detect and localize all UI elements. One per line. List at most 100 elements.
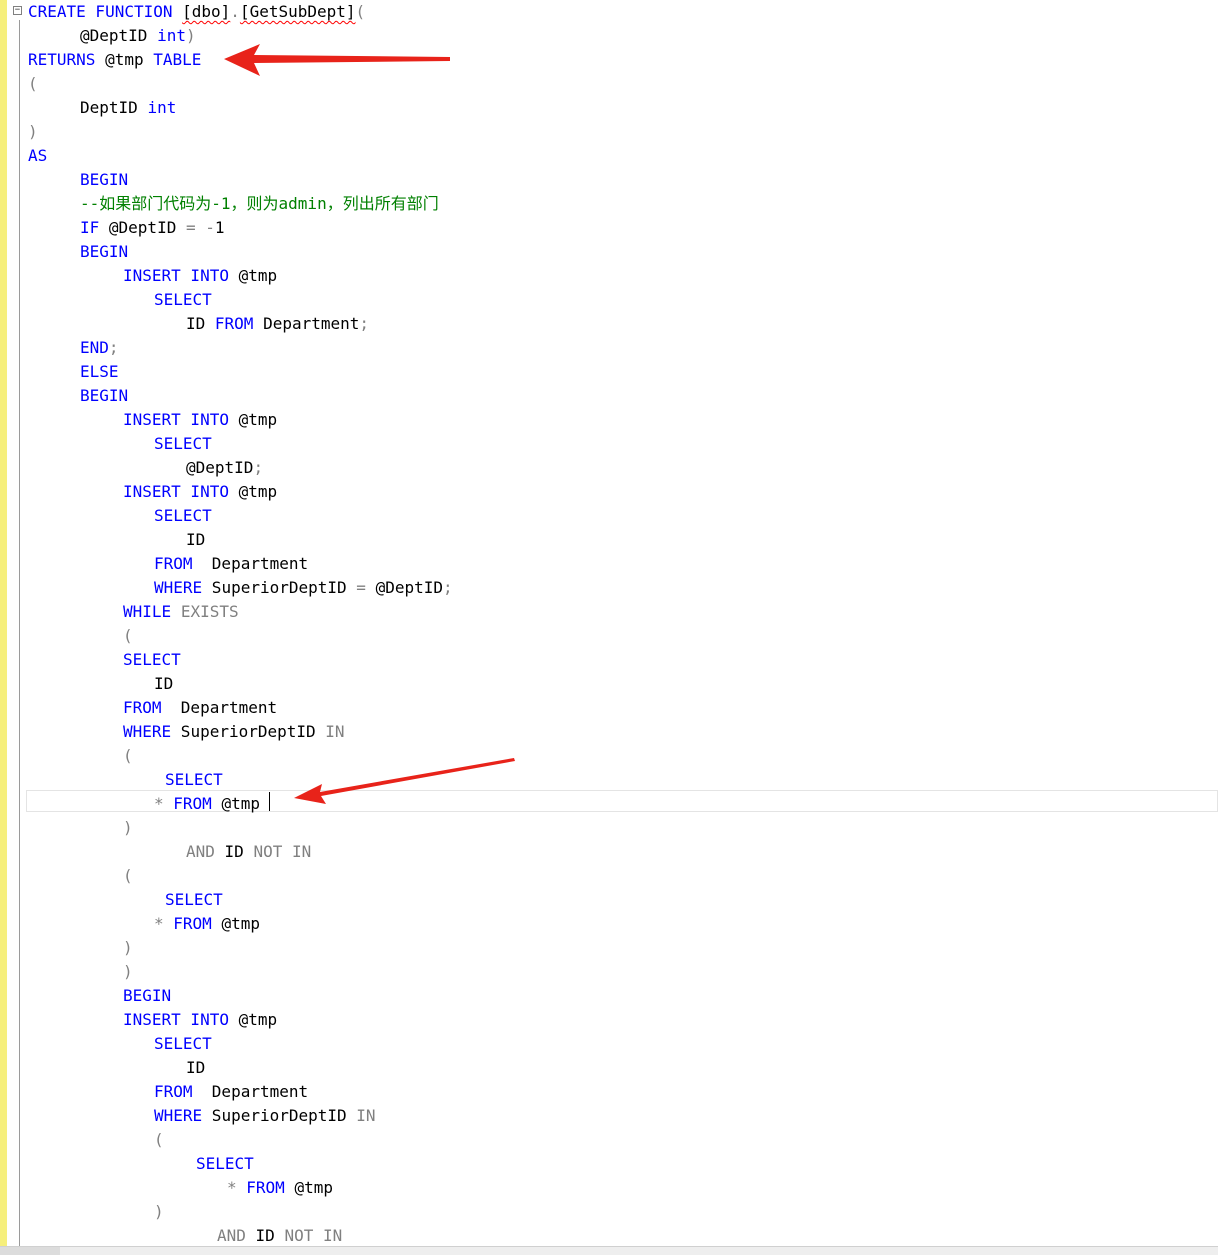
code-token: IN [356, 1106, 376, 1125]
code-line[interactable]: FROM Department [154, 1080, 308, 1104]
code-line[interactable]: AND ID NOT IN [217, 1224, 342, 1248]
code-line[interactable]: SELECT [165, 768, 223, 792]
code-token: ( [123, 746, 133, 765]
code-line[interactable]: ID [154, 672, 173, 696]
code-line[interactable]: ( [123, 864, 133, 888]
code-line[interactable]: ( [28, 72, 38, 96]
code-line[interactable]: INSERT INTO @tmp [123, 264, 277, 288]
code-token: Department [192, 1082, 309, 1101]
code-token: ( [123, 626, 133, 645]
code-token: IN [325, 722, 345, 741]
code-keyword: FROM [246, 1178, 285, 1197]
code-keyword: BEGIN [123, 986, 172, 1005]
code-line[interactable]: BEGIN [80, 384, 128, 408]
code-line[interactable]: AND ID NOT IN [186, 840, 311, 864]
code-line[interactable]: * FROM @tmp [154, 792, 260, 816]
code-token: @tmp [211, 914, 260, 933]
code-keyword: FROM [173, 914, 212, 933]
code-keyword: FROM [123, 698, 162, 717]
code-line[interactable]: ( [154, 1128, 164, 1152]
code-line[interactable]: ( [123, 624, 133, 648]
code-token: SuperiorDeptID [171, 722, 326, 741]
code-token: - [205, 218, 215, 237]
code-line[interactable]: ) [123, 960, 133, 984]
collapse-icon[interactable]: − [13, 5, 22, 15]
code-line[interactable]: SELECT [196, 1152, 254, 1176]
code-line[interactable]: WHILE EXISTS [123, 600, 239, 624]
code-line[interactable]: SELECT [123, 648, 181, 672]
code-line[interactable]: END; [80, 336, 119, 360]
code-line[interactable]: ID [186, 528, 205, 552]
code-keyword: TABLE [153, 50, 202, 69]
code-line[interactable]: INSERT INTO @tmp [123, 408, 277, 432]
code-line[interactable]: SELECT [165, 888, 223, 912]
code-token: ID [245, 1226, 285, 1245]
code-line[interactable]: DeptID int [80, 96, 176, 120]
code-line[interactable]: RETURNS @tmp TABLE [28, 48, 201, 72]
code-token: ) [185, 26, 196, 45]
code-token: DeptID [80, 98, 148, 117]
code-line[interactable]: WHERE SuperiorDeptID IN [123, 720, 345, 744]
code-line[interactable]: WHERE SuperiorDeptID = @DeptID; [154, 576, 453, 600]
code-line[interactable]: IF @DeptID = -1 [80, 216, 225, 240]
code-keyword: INSERT INTO [123, 410, 229, 429]
code-line[interactable]: SELECT [154, 1032, 212, 1056]
code-line[interactable]: ( [123, 744, 133, 768]
code-keyword: SELECT [154, 1034, 212, 1053]
code-token: . [230, 2, 240, 21]
code-line[interactable]: CREATE FUNCTION [dbo].[GetSubDept]( [28, 0, 365, 24]
code-token: = [185, 218, 196, 237]
code-line[interactable]: WHERE SuperiorDeptID IN [154, 1104, 376, 1128]
code-token: [GetSubDept] [239, 2, 356, 21]
code-line[interactable]: BEGIN [80, 168, 128, 192]
code-line[interactable]: ID FROM Department; [186, 312, 369, 336]
code-token: ) [154, 1202, 164, 1221]
status-bar [0, 1246, 1218, 1255]
code-line[interactable]: SELECT [154, 432, 212, 456]
code-token [313, 1226, 323, 1245]
code-keyword: AS [28, 146, 48, 165]
code-token: ) [123, 818, 133, 837]
code-token: * [154, 914, 164, 933]
code-line[interactable]: SELECT [154, 288, 212, 312]
code-token: ) [28, 122, 38, 141]
code-token: ( [28, 74, 38, 93]
code-token: ; [359, 314, 370, 333]
code-line[interactable]: FROM Department [154, 552, 308, 576]
code-line[interactable]: ) [123, 936, 133, 960]
code-line[interactable]: --如果部门代码为-1，则为admin，列出所有部门 [80, 192, 439, 216]
code-line[interactable]: FROM Department [123, 696, 277, 720]
code-keyword: IF [80, 218, 100, 237]
code-token: @tmp [211, 794, 260, 813]
code-keyword: INSERT INTO [123, 1010, 229, 1029]
code-line[interactable]: @DeptID int) [80, 24, 196, 48]
code-line[interactable]: * FROM @tmp [227, 1176, 333, 1200]
code-token: @tmp [228, 1010, 278, 1029]
code-keyword: FROM [214, 314, 254, 333]
code-line[interactable]: AS [28, 144, 47, 168]
code-line[interactable]: BEGIN [80, 240, 128, 264]
code-line[interactable]: BEGIN [123, 984, 171, 1008]
code-line[interactable]: INSERT INTO @tmp [123, 1008, 277, 1032]
code-line[interactable]: ELSE [80, 360, 119, 384]
code-keyword: SELECT [154, 434, 212, 453]
text-caret [269, 792, 270, 811]
code-line[interactable]: ) [154, 1200, 164, 1224]
code-line[interactable]: ) [28, 120, 38, 144]
code-keyword: WHILE [123, 602, 172, 621]
code-keyword: SELECT [123, 650, 181, 669]
status-bar-tab[interactable] [0, 1247, 60, 1255]
code-line[interactable]: ) [123, 816, 133, 840]
code-token: @tmp [228, 410, 278, 429]
code-token [164, 914, 174, 933]
code-token [171, 602, 181, 621]
code-token: ; [253, 458, 264, 477]
code-line[interactable]: SELECT [154, 504, 212, 528]
code-line[interactable]: ID [186, 1056, 205, 1080]
code-line[interactable]: @DeptID; [186, 456, 263, 480]
code-line[interactable]: INSERT INTO @tmp [123, 480, 277, 504]
code-token: Department [161, 698, 278, 717]
code-token: ( [355, 2, 366, 21]
code-line[interactable]: * FROM @tmp [154, 912, 260, 936]
